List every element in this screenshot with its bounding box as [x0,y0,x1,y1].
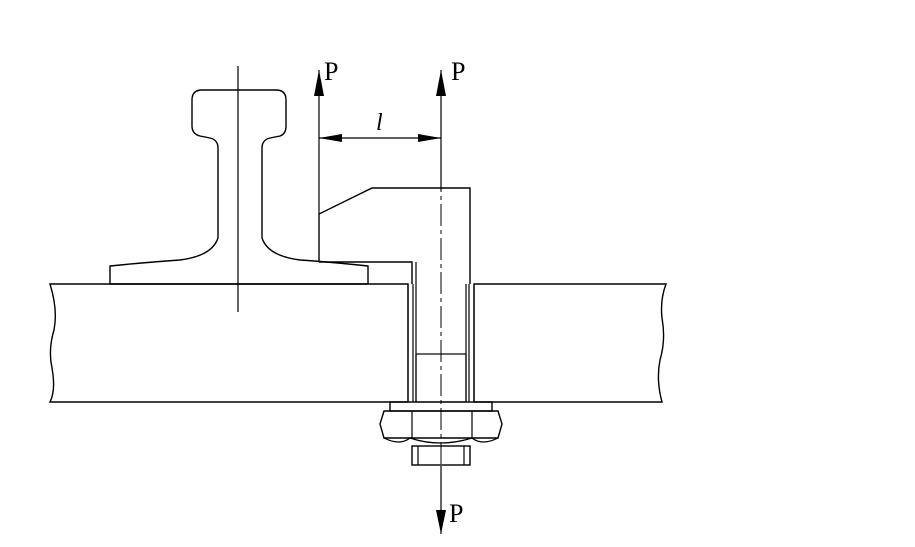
bolt-hole [407,284,475,402]
force-arrow-top-left [314,70,324,214]
base-plate-right [473,283,668,403]
force-arrow-bottom [436,466,446,534]
force-arrow-top-right [436,70,446,190]
base-plate-left [48,283,409,403]
force-label-bottom: P [449,499,463,528]
rail-profile [109,89,369,285]
force-label-top-left: P [324,57,338,86]
force-label-top-right: P [451,57,465,86]
clamp-plate [318,187,471,284]
dimension-line [319,134,441,142]
dimension-label: l [376,110,383,136]
